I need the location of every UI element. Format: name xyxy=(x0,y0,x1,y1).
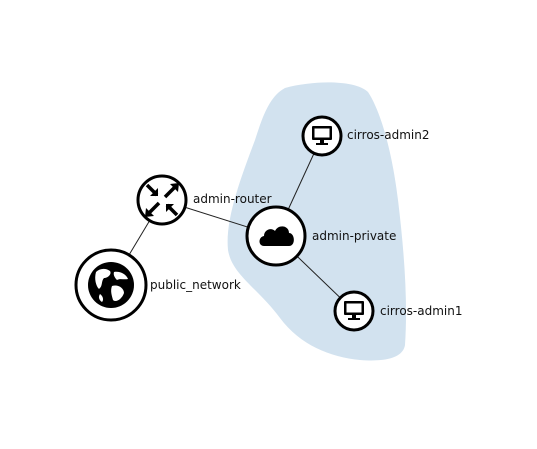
private-network-hull xyxy=(227,82,407,361)
node-public-network[interactable]: public_network xyxy=(74,248,241,322)
node-label-public-network: public_network xyxy=(150,278,241,292)
router-arrows-icon xyxy=(145,183,179,217)
monitor-icon xyxy=(344,301,364,320)
node-admin-private[interactable]: admin-private xyxy=(245,205,396,267)
node-cirros-admin1[interactable]: cirros-admin1 xyxy=(333,290,462,332)
monitor-icon xyxy=(312,126,332,145)
node-cirros-admin2[interactable]: cirros-admin2 xyxy=(301,115,429,157)
node-label-cirros-admin1: cirros-admin1 xyxy=(380,304,462,318)
node-label-admin-router: admin-router xyxy=(193,192,272,206)
globe-icon xyxy=(88,262,134,308)
node-admin-router[interactable]: admin-router xyxy=(136,174,272,226)
cloud-icon xyxy=(259,226,294,246)
node-label-admin-private: admin-private xyxy=(312,229,396,243)
node-label-cirros-admin2: cirros-admin2 xyxy=(347,128,429,142)
